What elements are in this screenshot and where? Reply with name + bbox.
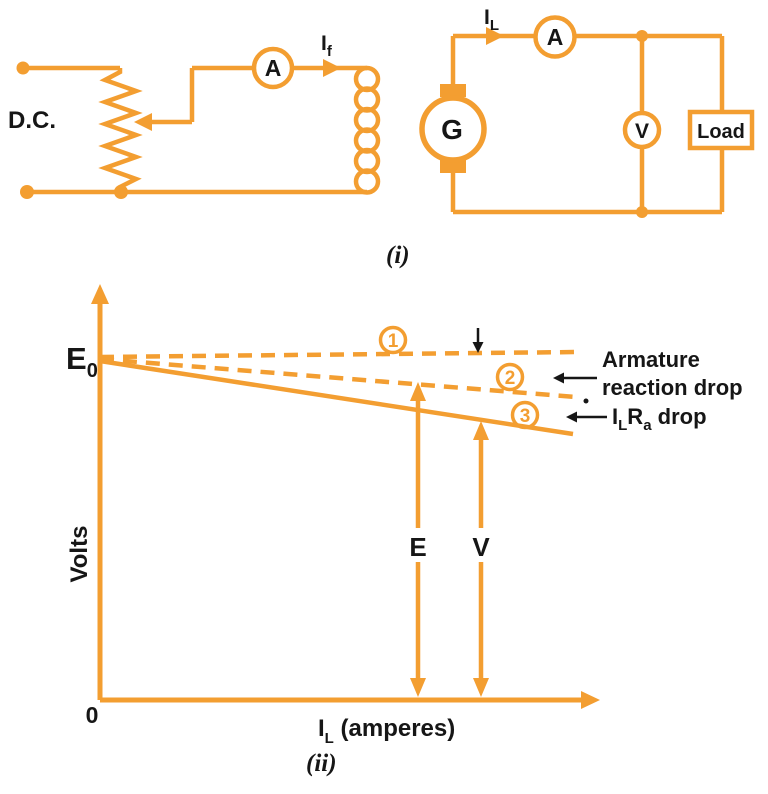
field-circuit: D.C. A If — [8, 32, 381, 199]
emf-intercept-label: E0 — [66, 341, 98, 382]
curve-3-terminal-voltage — [99, 358, 574, 437]
curve-2-marker: 2 — [495, 362, 525, 392]
load-current-label: IL — [484, 6, 499, 34]
load-label: Load — [697, 121, 745, 143]
emf-arrow-label: E — [409, 532, 426, 562]
svg-text:1: 1 — [388, 331, 399, 352]
load-current-arrowhead — [486, 27, 504, 45]
generator-label: G — [441, 114, 463, 145]
dc-source-label: D.C. — [8, 107, 56, 134]
curve-2-generated-emf — [99, 356, 577, 400]
terminal-voltage-arrow-label: V — [472, 532, 490, 562]
curve-1-marker: 1 — [378, 325, 408, 355]
svg-text:2: 2 — [505, 368, 516, 389]
figure-caption-ii: (ii) — [306, 750, 337, 777]
no-load-pointer-arrow — [472, 328, 484, 353]
line-ammeter-body — [533, 15, 577, 59]
armature-reaction-arrow — [553, 372, 597, 384]
dc-terminal-bottom — [20, 185, 34, 199]
figure-caption-i: (i) — [386, 242, 410, 269]
voltmeter-body — [622, 110, 662, 150]
field-current-arrowhead — [323, 59, 341, 77]
field-current-label: If — [321, 32, 333, 60]
load-box — [687, 109, 755, 151]
stray-dot — [583, 398, 589, 404]
svg-text:3: 3 — [520, 406, 531, 427]
rheostat — [98, 68, 143, 192]
junction-dot-bottom — [636, 206, 648, 218]
emf-arrow: E — [409, 382, 427, 697]
y-axis-arrowhead — [91, 284, 109, 304]
field-coil — [353, 65, 381, 195]
x-axis-arrowhead — [581, 691, 600, 709]
line-ammeter-label: A — [547, 24, 564, 50]
armature-wires — [450, 33, 725, 215]
field-ammeter-body — [251, 46, 295, 90]
voltmeter-label: V — [635, 120, 649, 143]
generator-brush-bottom — [440, 160, 466, 173]
characteristic-graph: E V 1 2 3 — [66, 284, 743, 747]
dc-terminal-top — [16, 61, 30, 75]
y-axis-label: Volts — [66, 526, 93, 583]
generator-body — [419, 95, 487, 163]
junction-dot-top — [636, 30, 648, 42]
ira-drop-arrow — [566, 411, 607, 423]
curve-1-no-load — [99, 349, 580, 360]
armature-reaction-label-line2: reaction drop — [602, 375, 743, 400]
field-wires — [23, 65, 367, 195]
armature-circuit: IL A G V Load — [419, 6, 755, 218]
generator-brush-top — [440, 84, 466, 97]
terminal-voltage-arrow: V — [472, 421, 490, 697]
curve-3-marker: 3 — [510, 400, 540, 430]
rheostat-wiper-arrowhead — [134, 113, 152, 131]
ira-drop-label: ILRa drop — [612, 404, 707, 434]
field-ammeter-label: A — [265, 55, 282, 81]
junction-dot — [114, 185, 128, 199]
armature-reaction-label-line1: Armature — [602, 347, 700, 372]
x-axis-label: IL (amperes) — [318, 715, 455, 747]
origin-label: 0 — [86, 702, 99, 728]
